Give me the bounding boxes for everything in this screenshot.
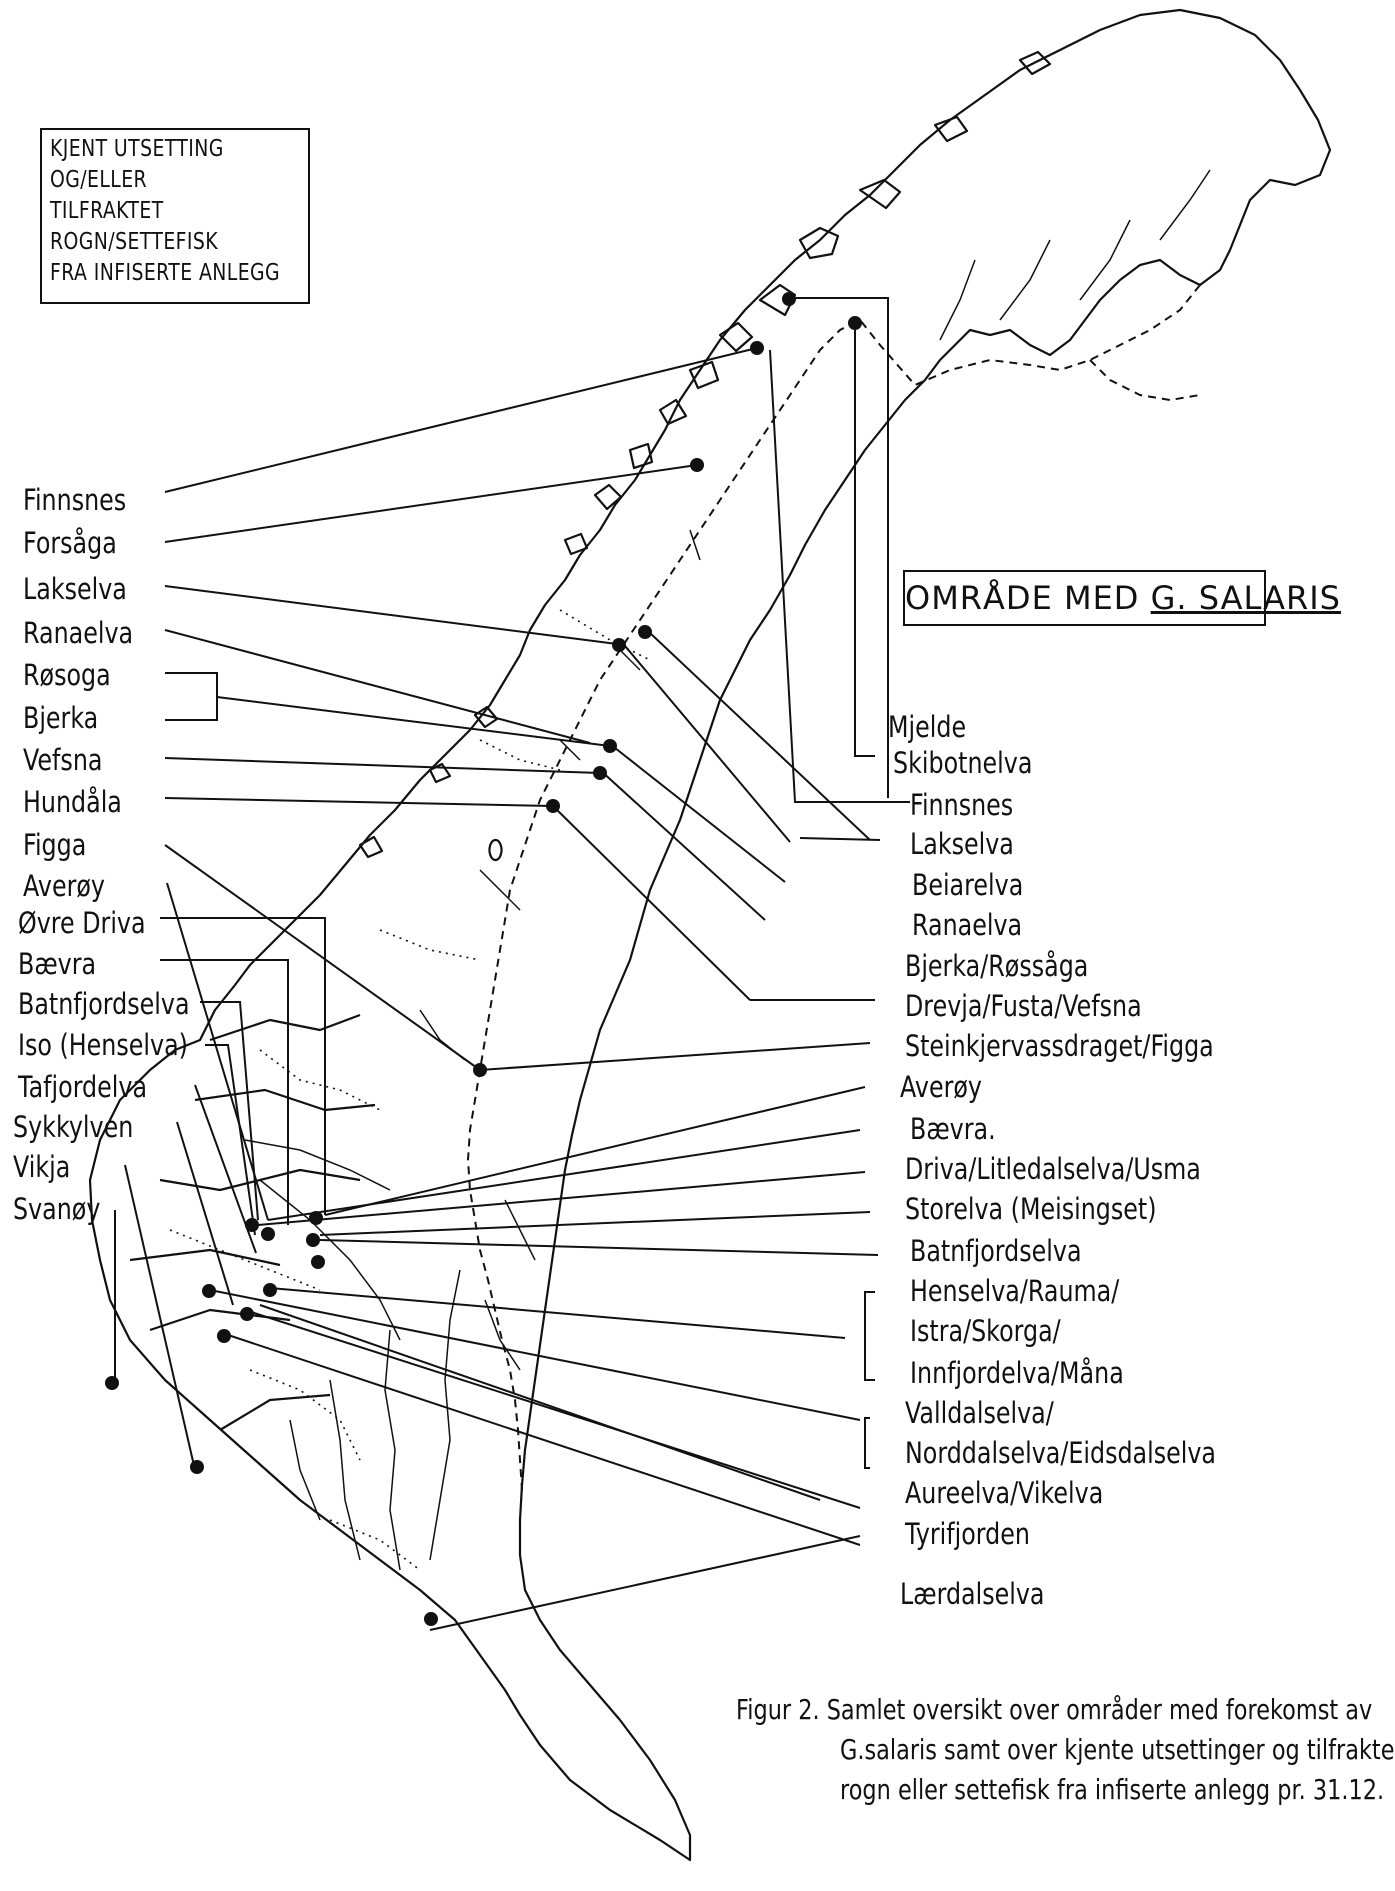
legend-line: KJENT UTSETTING bbox=[50, 136, 224, 162]
right-label-drevja-fusta-vefsna: Drevja/Fusta/Vefsna bbox=[905, 989, 1142, 1023]
site-marker bbox=[546, 799, 560, 813]
site-marker bbox=[612, 638, 626, 652]
site-markers bbox=[105, 292, 862, 1626]
right-label-istra-skorga: Istra/Skorga/ bbox=[910, 1314, 1061, 1348]
left-label-rosoga: Røsoga bbox=[23, 658, 111, 692]
right-label-henselva-rauma: Henselva/Rauma/ bbox=[910, 1274, 1120, 1308]
site-marker bbox=[782, 292, 796, 306]
left-label-figga: Figga bbox=[23, 828, 87, 862]
right-label-valldalselva: Valldalselva/ bbox=[905, 1396, 1054, 1430]
left-label-vefsna: Vefsna bbox=[23, 743, 103, 777]
left-label-ovre-driva: Øvre Driva bbox=[18, 906, 146, 940]
area-box-species: G. SALARIS bbox=[1150, 579, 1341, 617]
right-label-mjelde: Mjelde bbox=[888, 710, 967, 744]
area-box-prefix: OMRÅDE MED bbox=[905, 579, 1151, 617]
right-label-finnsnes: Finnsnes bbox=[910, 788, 1014, 822]
caption-line: rogn eller settefisk fra infiserte anleg… bbox=[840, 1773, 1385, 1806]
connector-lines bbox=[114, 297, 910, 1631]
left-label-batnfjordselva: Batnfjordselva bbox=[18, 987, 190, 1021]
site-marker bbox=[473, 1063, 487, 1077]
right-label-averoy: Averøy bbox=[900, 1070, 982, 1104]
legend-line: OG/ELLER bbox=[50, 167, 148, 193]
right-label-laerdalselva: Lærdalselva bbox=[900, 1577, 1045, 1611]
right-label-aureelva-vikelva: Aureelva/Vikelva bbox=[905, 1476, 1104, 1510]
site-marker bbox=[309, 1211, 323, 1225]
coastline-outline bbox=[88, 8, 1332, 1862]
site-marker bbox=[311, 1255, 325, 1269]
site-marker bbox=[105, 1376, 119, 1390]
right-label-storelva-meisingset: Storelva (Meisingset) bbox=[905, 1192, 1157, 1226]
left-label-averoy: Averøy bbox=[23, 869, 105, 903]
national-border bbox=[466, 284, 1201, 1491]
right-label-ranaelva: Ranaelva bbox=[912, 908, 1023, 942]
right-label-bjerka-rossaga: Bjerka/Røssåga bbox=[905, 949, 1089, 983]
left-label-lakselva: Lakselva bbox=[23, 572, 127, 606]
right-label-innfjordelva-mana: Innfjordelva/Måna bbox=[910, 1356, 1124, 1390]
area-box: OMRÅDE MED G. SALARIS bbox=[903, 570, 1340, 626]
left-label-finnsnes: Finnsnes bbox=[23, 483, 127, 517]
site-marker bbox=[190, 1460, 204, 1474]
right-label-skibotnelva: Skibotnelva bbox=[893, 746, 1033, 780]
right-label-baevra: Bævra. bbox=[910, 1112, 996, 1146]
left-label-hundala: Hundåla bbox=[23, 785, 122, 819]
site-marker bbox=[202, 1284, 216, 1298]
legend-line: ROGN/SETTEFISK bbox=[50, 229, 219, 255]
right-label-tyrifjorden: Tyrifjorden bbox=[905, 1517, 1030, 1551]
site-marker bbox=[750, 341, 764, 355]
site-marker bbox=[306, 1233, 320, 1247]
county-borders bbox=[169, 609, 651, 1571]
site-marker bbox=[690, 458, 704, 472]
caption-line: Figur 2. Samlet oversikt over områder me… bbox=[736, 1693, 1373, 1726]
right-label-batnfjordselva: Batnfjordselva bbox=[910, 1234, 1082, 1268]
site-marker bbox=[638, 625, 652, 639]
legend-line: TILFRAKTET bbox=[50, 198, 164, 224]
left-label-forsaga: Forsåga bbox=[23, 526, 117, 560]
legend-box: KJENT UTSETTING OG/ELLER TILFRAKTET ROGN… bbox=[40, 128, 310, 304]
left-label-bjerka: Bjerka bbox=[23, 701, 99, 735]
site-marker bbox=[603, 739, 617, 753]
left-label-ranaelva: Ranaelva bbox=[23, 616, 134, 650]
left-label-baevra: Bævra bbox=[18, 947, 97, 981]
right-label-lakselva: Lakselva bbox=[910, 827, 1014, 861]
left-label-tafjordelva: Tafjordelva bbox=[18, 1070, 148, 1104]
site-marker bbox=[263, 1283, 277, 1297]
right-label-norddalselva-eidsdalselva: Norddalselva/Eidsdalselva bbox=[905, 1436, 1217, 1470]
site-marker bbox=[261, 1227, 275, 1241]
left-label-vikja: Vikja bbox=[13, 1150, 71, 1184]
rivers bbox=[244, 169, 1211, 1571]
figure-caption: Figur 2. Samlet oversikt over områder me… bbox=[736, 1690, 1395, 1810]
right-label-beiarelva: Beiarelva bbox=[912, 868, 1024, 902]
right-label-steinkjervassdraget-figga: Steinkjervassdraget/Figga bbox=[905, 1029, 1214, 1063]
site-marker bbox=[245, 1218, 259, 1232]
left-label-svanoy: Svanøy bbox=[13, 1192, 101, 1226]
site-marker bbox=[240, 1307, 254, 1321]
site-marker bbox=[593, 766, 607, 780]
norway-map bbox=[88, 8, 1332, 1862]
caption-line: G.salaris samt over kjente utsettinger o… bbox=[840, 1733, 1395, 1766]
legend-line: FRA INFISERTE ANLEGG bbox=[50, 260, 281, 286]
left-label-iso-henselva: Iso (Henselva) bbox=[18, 1028, 188, 1062]
left-label-sykkylven: Sykkylven bbox=[13, 1110, 134, 1144]
site-marker bbox=[424, 1612, 438, 1626]
site-marker bbox=[848, 316, 862, 330]
right-label-driva-litledalselva-usma: Driva/Litledalselva/Usma bbox=[905, 1152, 1201, 1186]
site-marker bbox=[217, 1329, 231, 1343]
